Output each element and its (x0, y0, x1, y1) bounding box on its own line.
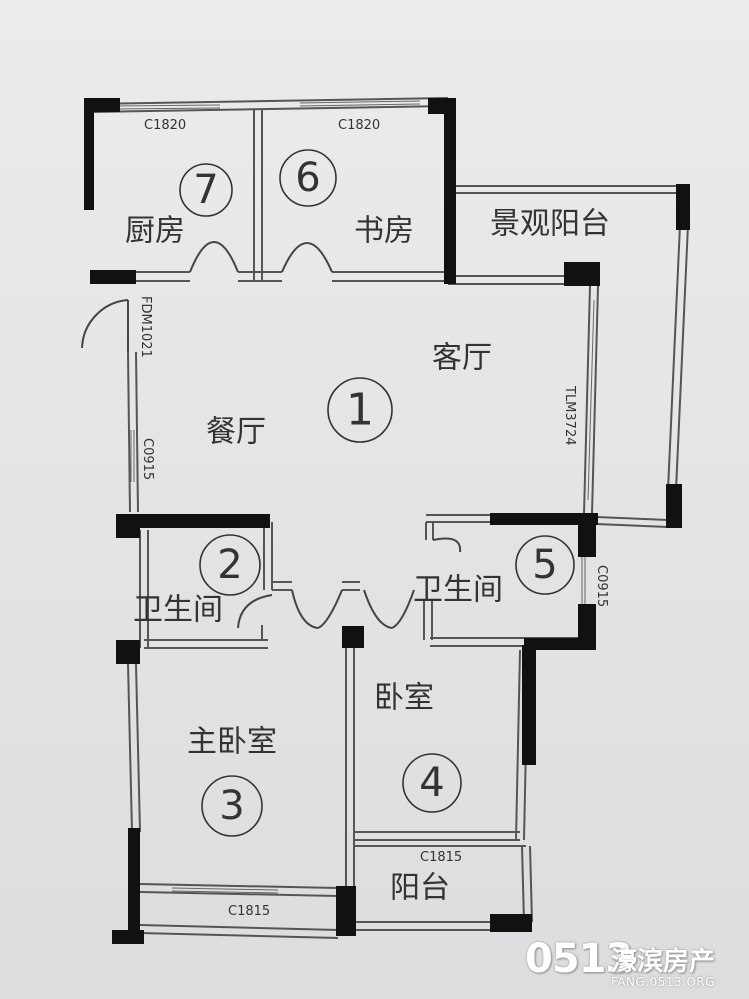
room-label-master: 主卧室 (187, 725, 277, 760)
room-label-study: 书房 (354, 214, 414, 249)
room-label-living: 客厅 (432, 341, 492, 376)
room-label-bath-right: 卫生间 (413, 573, 503, 608)
room-label-balcony: 阳台 (390, 871, 450, 906)
code-entry-door: FDM1021 (138, 296, 153, 358)
room-number-living: 1 (346, 385, 374, 436)
room-number-study: 6 (295, 155, 320, 201)
code-balcony-window: C1815 (420, 850, 462, 865)
code-study-window: C1820 (338, 118, 380, 133)
room-label-bedroom: 卧室 (374, 681, 434, 716)
structural-walls (84, 98, 690, 944)
code-bath-window: C0915 (594, 565, 609, 607)
room-number-master: 3 (219, 783, 244, 829)
code-sliding-door: TLM3724 (562, 385, 577, 445)
door-swings (81, 241, 462, 629)
watermark: 0513 濠滨房产 FANG.0513.ORG (525, 937, 735, 993)
watermark-url: FANG.0513.ORG (611, 975, 716, 989)
room-label-kitchen: 厨房 (125, 214, 185, 249)
room-label-view-balcony: 景观阳台 (490, 207, 610, 242)
watermark-logo: 0513 (525, 936, 633, 982)
room-label-bath-left: 卫生间 (133, 593, 223, 628)
code-master-window: C1815 (228, 904, 270, 919)
code-dining-window: C0915 (140, 438, 155, 480)
room-number-kitchen: 7 (193, 167, 218, 213)
room-number-bath-right: 5 (532, 542, 557, 588)
window-glazing (119, 100, 595, 894)
room-number-bath-left: 2 (217, 542, 242, 588)
watermark-brand: 濠滨房产 (611, 947, 716, 977)
room-label-dining: 餐厅 (206, 415, 266, 450)
room-circles (179, 149, 575, 837)
code-kitchen-window: C1820 (144, 118, 186, 133)
room-number-bedroom: 4 (419, 760, 444, 806)
